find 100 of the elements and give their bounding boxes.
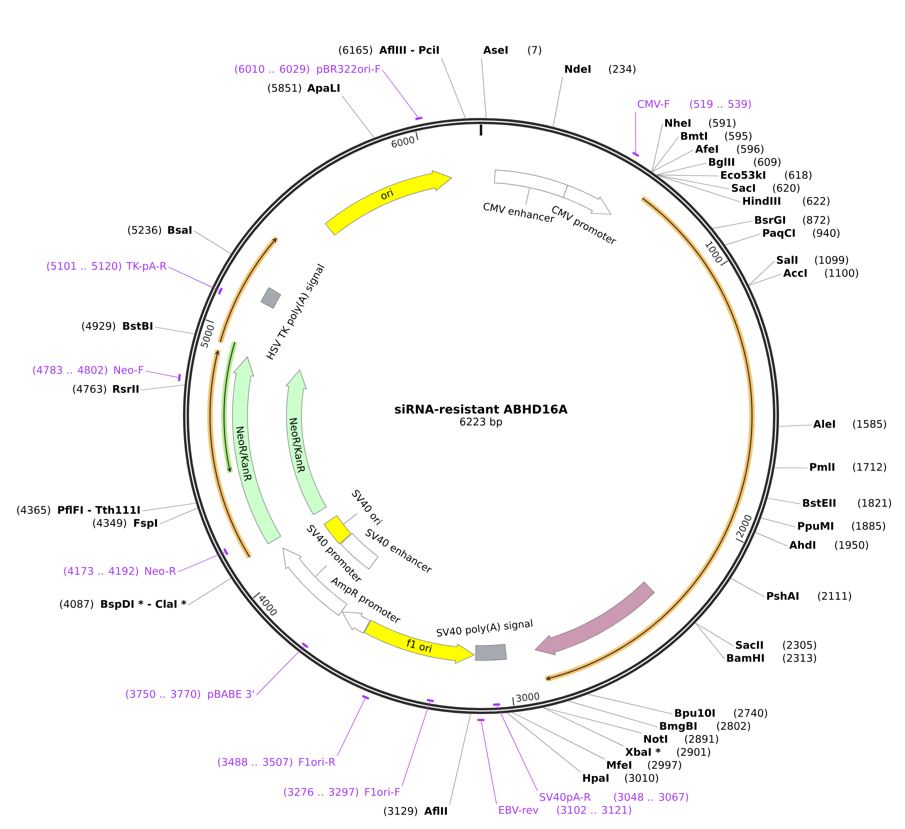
leader-line xyxy=(778,424,812,427)
primer-label: (3488 .. 3507) F1ori-R xyxy=(218,758,336,768)
site-label: (4365) PflFI - Tth111I xyxy=(17,506,140,516)
leader-line xyxy=(635,112,636,154)
leader-line xyxy=(587,694,673,714)
leader-line xyxy=(449,714,471,806)
leader-line xyxy=(767,498,801,504)
site-label: (4929) BstBI xyxy=(82,322,152,332)
primer-label: (3750 .. 3770) pBABE 3' xyxy=(126,690,254,700)
site-label: BamHI (2313) xyxy=(727,654,816,664)
site-label: Bpu10I (2740) xyxy=(675,708,768,719)
primer-mark xyxy=(478,718,484,722)
leader-line xyxy=(656,174,719,176)
primer-label: (4173 .. 4192) Neo-R xyxy=(64,566,176,576)
leader-line xyxy=(755,532,788,546)
leader-line xyxy=(194,230,232,254)
site-label: NheI (591) xyxy=(665,118,736,128)
tick-label: 2000 xyxy=(736,515,752,538)
site-label: BstEII (1821) xyxy=(803,498,892,508)
site-label: AfeI (596) xyxy=(695,144,764,154)
leader-line xyxy=(542,707,642,734)
leader-line xyxy=(441,58,466,119)
primer-label: (3276 .. 3297) F1ori-F xyxy=(284,788,400,798)
site-label: BmgBI (2802) xyxy=(660,722,750,732)
tick-label: 3000 xyxy=(516,692,540,702)
leader-line xyxy=(506,712,581,772)
site-label: AseI (7) xyxy=(483,46,542,56)
site-label: SacII (2305) xyxy=(736,640,816,650)
leader-line xyxy=(712,220,753,229)
primer-mark xyxy=(223,548,228,556)
site-label: HpaI (3010) xyxy=(583,774,658,784)
site-label: (4349) FspI xyxy=(93,518,157,529)
leader-line xyxy=(542,707,624,746)
primer-label: (4783 .. 4802) Neo-F xyxy=(33,366,144,376)
primer-mark xyxy=(178,374,181,382)
primer-mark xyxy=(415,116,422,120)
site-label: BsrGI (872) xyxy=(755,216,830,226)
leader-line xyxy=(724,234,761,246)
leader-line xyxy=(481,58,486,118)
leader-line xyxy=(154,326,195,334)
leader-line xyxy=(552,76,563,128)
site-label: BglII (609) xyxy=(709,158,780,168)
leader-line xyxy=(402,701,430,786)
leader-line xyxy=(748,274,782,286)
leader-line xyxy=(512,712,605,760)
site-label: NotI (2891) xyxy=(644,734,718,744)
site-label: SalI (1099) xyxy=(776,256,848,266)
primer-mark xyxy=(218,288,223,295)
primer-label: EBV-rev (3102 .. 3121) xyxy=(499,806,632,816)
leader-line xyxy=(342,96,375,138)
leader-line xyxy=(159,508,198,524)
site-label: (5236) BsaI xyxy=(128,226,192,236)
leader-line xyxy=(145,370,179,378)
leader-line xyxy=(656,162,707,176)
primer-label: SV40pA-R (3048 .. 3067) xyxy=(540,792,688,803)
site-label: PmlI (1712) xyxy=(810,462,886,472)
site-label: XbaI * (2901) xyxy=(625,748,710,758)
leader-line xyxy=(652,136,679,172)
primer-mark xyxy=(426,698,434,702)
leader-line xyxy=(695,622,725,660)
leader-line xyxy=(656,174,741,202)
leader-line xyxy=(480,720,497,804)
site-label: MfeI (2997) xyxy=(607,760,682,770)
leader-line xyxy=(496,705,538,792)
site-label: AhdI (1950) xyxy=(789,540,868,550)
leader-line xyxy=(140,384,185,390)
leader-line xyxy=(382,70,418,118)
site-label: (3129) AflII xyxy=(384,806,447,816)
site-label: HindIII (622) xyxy=(743,196,830,206)
leader-line xyxy=(748,260,775,286)
leader-line xyxy=(656,174,730,190)
primer-mark xyxy=(362,694,370,700)
primer-mark xyxy=(493,703,500,706)
leader-line xyxy=(178,552,226,572)
site-label: BmtI (595) xyxy=(681,132,752,142)
primer-label: (5101 .. 5120) TK-pA-R xyxy=(47,262,166,272)
leader-line xyxy=(568,700,658,728)
site-label: SacI (620) xyxy=(732,184,800,194)
site-label: AccI (1100) xyxy=(783,268,858,278)
site-label: NdeI (234) xyxy=(565,64,636,74)
site-label: (4087) BspDI * - ClaI * xyxy=(60,600,186,610)
leader-line xyxy=(142,502,196,512)
tick-label: 5000 xyxy=(200,325,214,348)
leader-line xyxy=(774,467,808,468)
primer-mark xyxy=(632,152,640,158)
site-label: PpuMI (1885) xyxy=(798,522,886,532)
leader-line xyxy=(730,578,765,598)
feature-band: NeoR/KanR xyxy=(286,370,327,516)
feature-band: ori xyxy=(324,170,452,236)
primer-label: CMV-F (519 .. 539) xyxy=(638,100,751,110)
site-label: (5851) ApaLI xyxy=(268,84,340,94)
site-label: PshAI (2111) xyxy=(767,592,852,602)
leader-line xyxy=(188,578,232,606)
leader-line xyxy=(652,150,694,172)
site-label: PaqCI (940) xyxy=(763,228,840,239)
leader-line xyxy=(760,518,796,528)
site-label: AleI (1585) xyxy=(813,420,886,430)
feature-band xyxy=(534,582,655,656)
leader-line xyxy=(652,124,663,172)
leader-line xyxy=(168,266,220,291)
